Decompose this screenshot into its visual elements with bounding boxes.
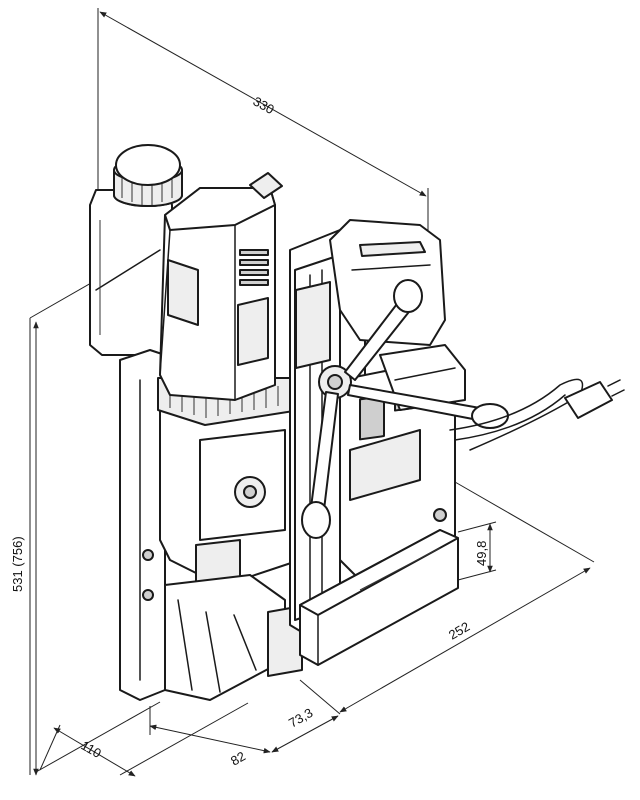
control-box (339, 344, 466, 581)
magnet-base (299, 508, 459, 666)
power-cable (449, 378, 625, 451)
dim-length: 252 (446, 619, 472, 643)
feed-handles (301, 279, 509, 539)
carry-handle (329, 219, 446, 346)
dim-offset-b: 82 (228, 748, 248, 768)
dim-offset-a: 73,3 (286, 705, 315, 731)
arbor-guard (164, 574, 303, 701)
dim-base-height: 49,8 (474, 541, 489, 566)
dim-height: 531 (756) (10, 536, 25, 592)
dimension-lines (29, 8, 595, 777)
dim-width: 110 (79, 738, 104, 761)
motor-housing (157, 172, 301, 596)
coolant-tank (89, 144, 183, 356)
dim-depth-top: 330 (251, 94, 277, 118)
